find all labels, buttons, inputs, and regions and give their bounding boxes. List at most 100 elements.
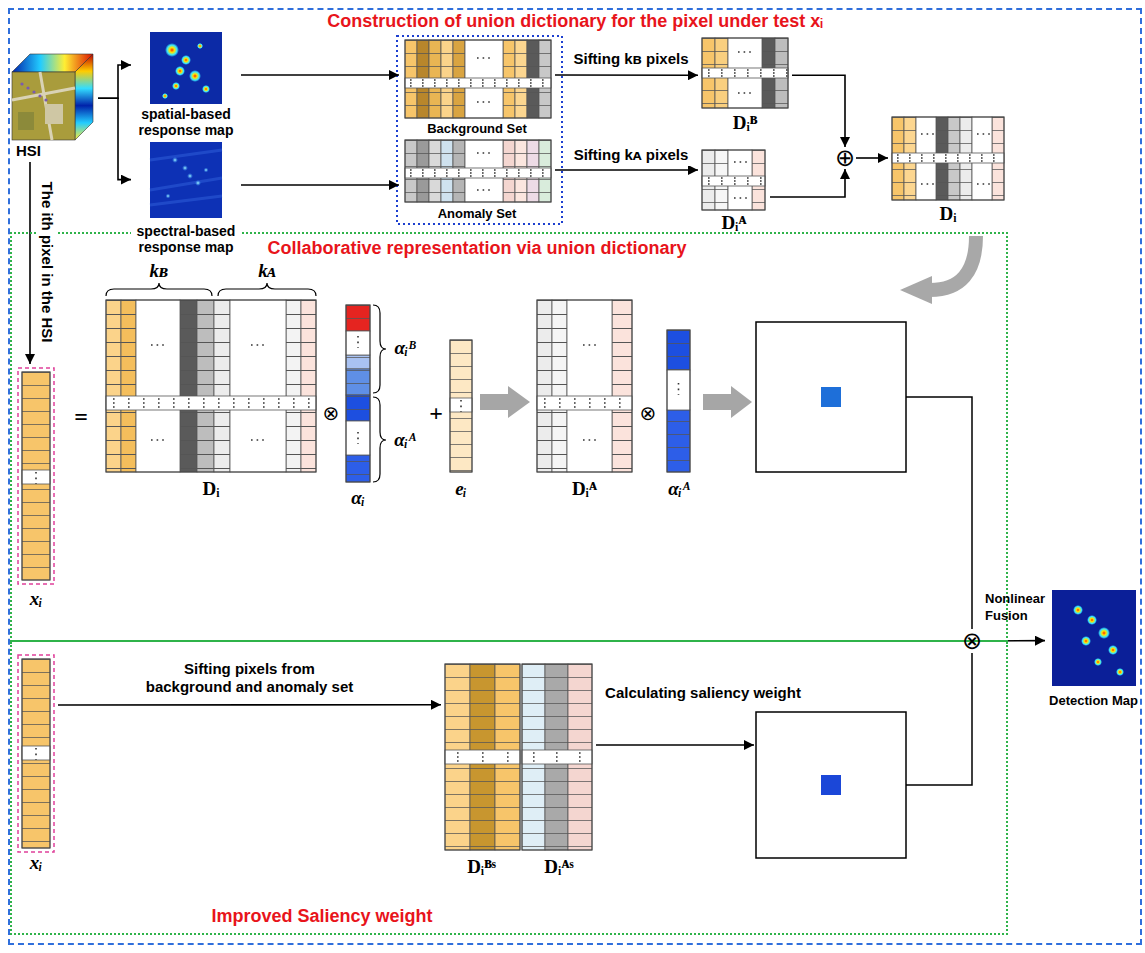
coefficient-vector-illustration	[667, 410, 690, 472]
pixel-vector-illustration	[35, 472, 37, 484]
node-text: Construction of union dictionary for the…	[10, 11, 1140, 32]
pixel-vector-illustration	[22, 470, 50, 484]
anomaly-set-matrix	[405, 140, 551, 202]
connector	[792, 75, 845, 147]
node-text: ⊕	[834, 147, 856, 169]
union-dictionary: Dᵢ	[888, 113, 1008, 231]
union-dictionary-matrix	[151, 345, 265, 440]
flow-arrow	[930, 236, 976, 290]
spectral-response-image	[166, 157, 209, 199]
background-dictionary-matrix	[738, 52, 751, 93]
background-set-matrix	[405, 40, 551, 118]
hsi-cube	[12, 72, 75, 140]
connector	[856, 157, 888, 159]
node-text: Detection Map	[1045, 692, 1142, 709]
anomaly-dictionary-matrix	[537, 300, 552, 472]
union-dictionary-matrix	[121, 300, 136, 472]
coefficient-vector-illustration	[346, 305, 370, 482]
background-dictionary-matrix	[702, 68, 788, 78]
union-dictionary-matrix	[892, 117, 1004, 200]
node-text: αᵢ	[342, 487, 374, 509]
node-text: Collaborative representation via union d…	[12, 238, 942, 259]
selected-background-matrix	[457, 753, 520, 761]
union-dictionary-matrix	[897, 155, 1004, 161]
spectral-response-image	[187, 173, 193, 179]
background-set-matrix	[405, 78, 551, 88]
connector	[241, 184, 399, 186]
residual-vector: eᵢ	[446, 336, 476, 504]
background-dictionary-matrix	[702, 38, 788, 108]
union-dictionary-matrix	[180, 300, 197, 472]
detection-map: Detection Map	[1045, 586, 1142, 716]
background-dictionary-matrix	[702, 38, 788, 108]
anomaly-dictionary-matrix	[612, 300, 632, 472]
spectral-response-image	[195, 180, 201, 186]
node-text: Dᵢᴬ	[533, 478, 636, 500]
spectral-response-image	[150, 142, 222, 218]
pixel-vector: xᵢ	[14, 651, 58, 877]
pixel-vector-illustration	[18, 368, 54, 584]
pixel-vector-illustration	[22, 372, 50, 580]
result-map	[756, 712, 906, 858]
spatial-response-image	[162, 93, 168, 99]
selected-anomaly-matrix	[522, 664, 592, 850]
anomaly-dictionary-matrix	[702, 150, 765, 210]
flow-arrow	[900, 276, 932, 304]
hsi-cube	[32, 90, 35, 93]
union-dictionary-matrix	[218, 283, 316, 296]
product-symbol: ⊗	[637, 401, 659, 425]
pixel-vector-illustration	[22, 746, 50, 760]
background-set-matrix	[477, 58, 490, 102]
node-text: Background Set	[399, 120, 555, 137]
dictionary-matrix: Dᵢᴬ	[533, 296, 636, 506]
section-band: Collaborative representation via union d…	[10, 232, 1008, 642]
detection-map-image	[1087, 615, 1097, 625]
spectral-response-image	[166, 194, 171, 199]
union-dictionary-matrix	[106, 300, 316, 472]
detection-map-image	[1073, 605, 1124, 676]
spatial-response-image	[150, 32, 222, 104]
union-dictionary-matrix	[106, 300, 316, 472]
anomaly-dictionary-matrix	[583, 345, 597, 440]
node-text: kᴀ	[252, 260, 282, 282]
node-text: Improved Saliency weight	[12, 906, 632, 927]
hsi-cube	[12, 72, 75, 140]
spatial-response-image	[175, 66, 185, 76]
connector	[29, 162, 31, 364]
anomaly-dictionary-matrix	[552, 300, 567, 472]
selected-background-matrix	[445, 664, 520, 850]
union-dictionary-matrix	[106, 283, 212, 296]
node-text: αᵢᴮ	[388, 337, 422, 359]
detection-map-image	[1052, 590, 1136, 686]
spectral-response-image	[204, 168, 209, 173]
plus-sign: +	[426, 398, 446, 428]
selected-anomaly-matrix	[522, 664, 592, 850]
node-text: ⊗	[961, 630, 983, 652]
union-dictionary-matrix	[106, 300, 121, 472]
anomaly-dictionary-matrix	[702, 150, 765, 210]
anomaly-dictionary-matrix	[537, 300, 632, 472]
node-text: αᵢᴬ	[659, 478, 699, 500]
spectral-response-image	[172, 157, 178, 163]
background-set-matrix	[410, 80, 551, 86]
process-arrow	[480, 386, 530, 418]
connector	[770, 169, 845, 197]
pixel-vector: xᵢ	[14, 364, 58, 616]
anomaly-set-matrix	[405, 140, 551, 202]
coefficient-vector: αᵢᴬ	[659, 326, 699, 506]
pixel-vector-illustration	[18, 655, 54, 852]
spatial-response-image	[172, 82, 180, 90]
union-dictionary-matrix	[106, 396, 316, 410]
hsi-cube	[12, 54, 93, 140]
coefficient-vector-illustration	[667, 330, 690, 370]
union-dictionary-matrix	[892, 117, 1004, 200]
result-map	[756, 322, 906, 472]
spatial-response-image	[202, 85, 210, 93]
coefficient-vector-illustration	[678, 383, 680, 395]
residual-vector-illustration	[450, 340, 472, 472]
union-dictionary-matrix	[892, 117, 1004, 200]
spectral-response-image	[150, 142, 222, 218]
detection-map-image	[1098, 627, 1110, 639]
